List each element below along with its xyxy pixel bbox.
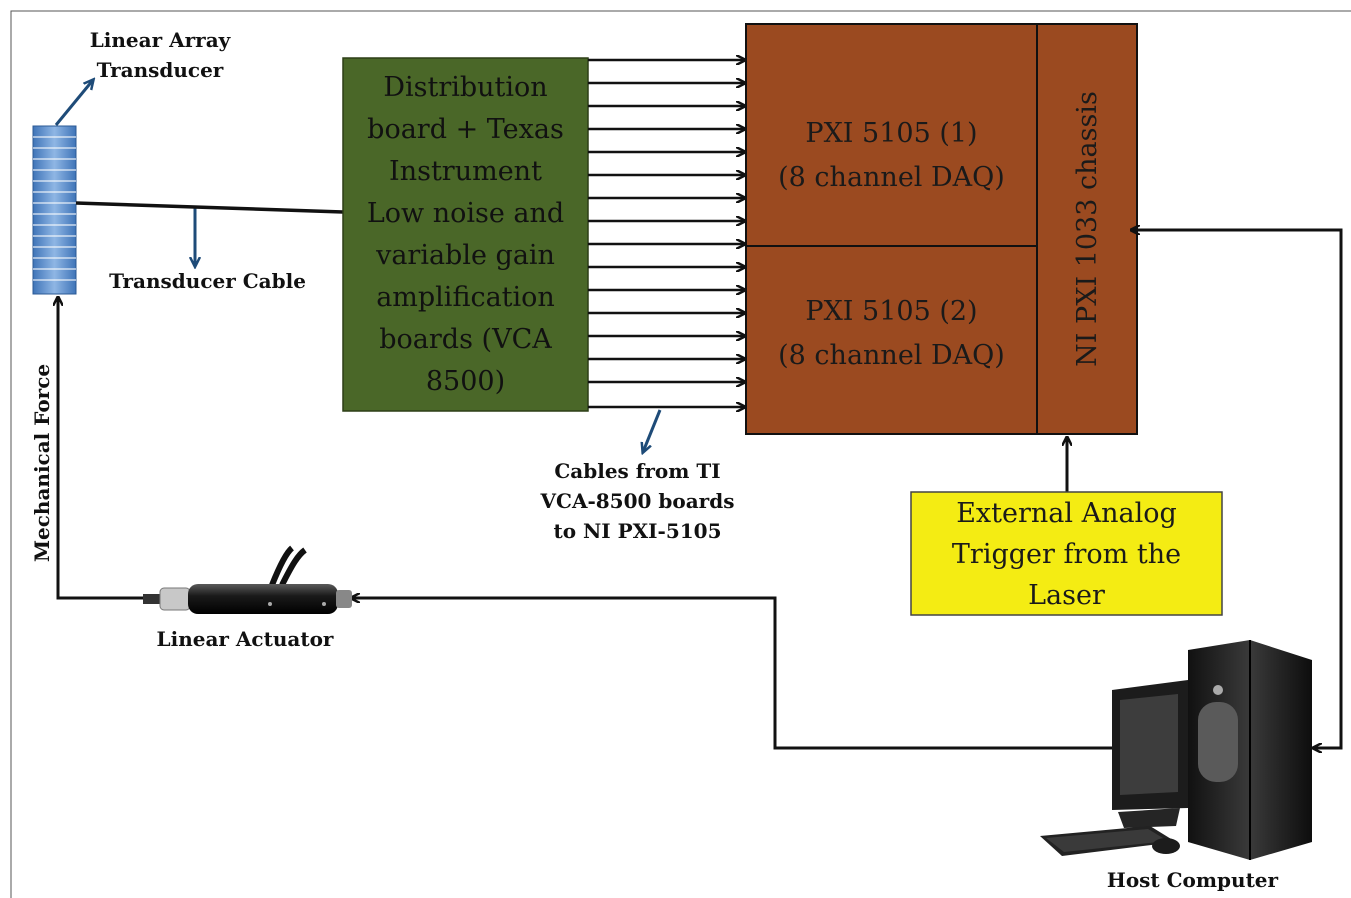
cables-line1: Cables from TI	[554, 459, 721, 483]
chassis-computer-link	[1132, 228, 1343, 748]
transducer-cable-line	[75, 201, 344, 214]
frame-border	[10, 10, 1351, 898]
distribution-line: variable gain	[376, 239, 555, 271]
mechanical-force-label: Mechanical Force	[30, 363, 54, 563]
distribution-line: 8500)	[425, 365, 506, 397]
transducer-label-line2: Transducer	[96, 58, 224, 82]
linear-actuator-label: Linear Actuator	[156, 627, 334, 651]
cables-label: Cables from TI VCA-8500 boards to NI PXI…	[520, 456, 755, 546]
cables-line2: VCA-8500 boards	[540, 489, 735, 513]
pxi-5105-2-label: PXI 5105 (2) (8 channel DAQ)	[746, 288, 1037, 380]
distribution-line: Low noise and	[366, 197, 565, 229]
transducer-annotation-arrow	[54, 80, 93, 126]
channel-cables	[588, 60, 744, 407]
pxi-5105-1-label: PXI 5105 (1) (8 channel DAQ)	[746, 110, 1037, 202]
computer-to-actuator-arrow	[352, 598, 1195, 750]
distribution-line: amplification	[376, 281, 555, 313]
trigger-box	[910, 491, 1223, 616]
pxi1-line1: PXI 5105 (1)	[805, 118, 978, 149]
pxi2-line1: PXI 5105 (2)	[805, 296, 978, 327]
chassis-box	[1036, 23, 1138, 435]
distribution-line: Distribution	[383, 71, 548, 103]
linear-actuator-image	[143, 545, 352, 614]
pxi-5105-2-box	[745, 245, 1038, 435]
transducer-label: Linear Array Transducer	[60, 25, 260, 85]
distribution-board-label: Distribution board + Texas Instrument Lo…	[343, 67, 588, 402]
transducer-cable-label: Transducer Cable	[109, 269, 306, 293]
distribution-line: Instrument	[389, 155, 542, 187]
cables-line3: to NI PXI-5105	[553, 519, 722, 543]
trigger-line1: External Analog	[956, 497, 1177, 529]
cables-annotation-arrow	[643, 409, 662, 452]
distribution-line: boards (VCA	[379, 323, 552, 355]
host-computer-label: Host Computer	[1106, 868, 1279, 892]
trigger-line3: Laser	[1028, 579, 1105, 611]
distribution-board-box	[342, 57, 589, 412]
transducer-label-line1: Linear Array	[89, 28, 231, 52]
chassis-label: NI PXI 1033 chassis	[1071, 91, 1103, 367]
distribution-line: board + Texas	[367, 113, 564, 145]
linear-array-transducer	[32, 125, 77, 295]
trigger-line2: Trigger from the	[951, 538, 1182, 570]
trigger-label: External Analog Trigger from the Laser	[911, 494, 1222, 614]
pxi2-line2: (8 channel DAQ)	[778, 340, 1005, 371]
mechanical-force-arrow	[58, 298, 143, 600]
pxi1-line2: (8 channel DAQ)	[778, 162, 1005, 193]
host-computer-image	[1040, 640, 1312, 860]
